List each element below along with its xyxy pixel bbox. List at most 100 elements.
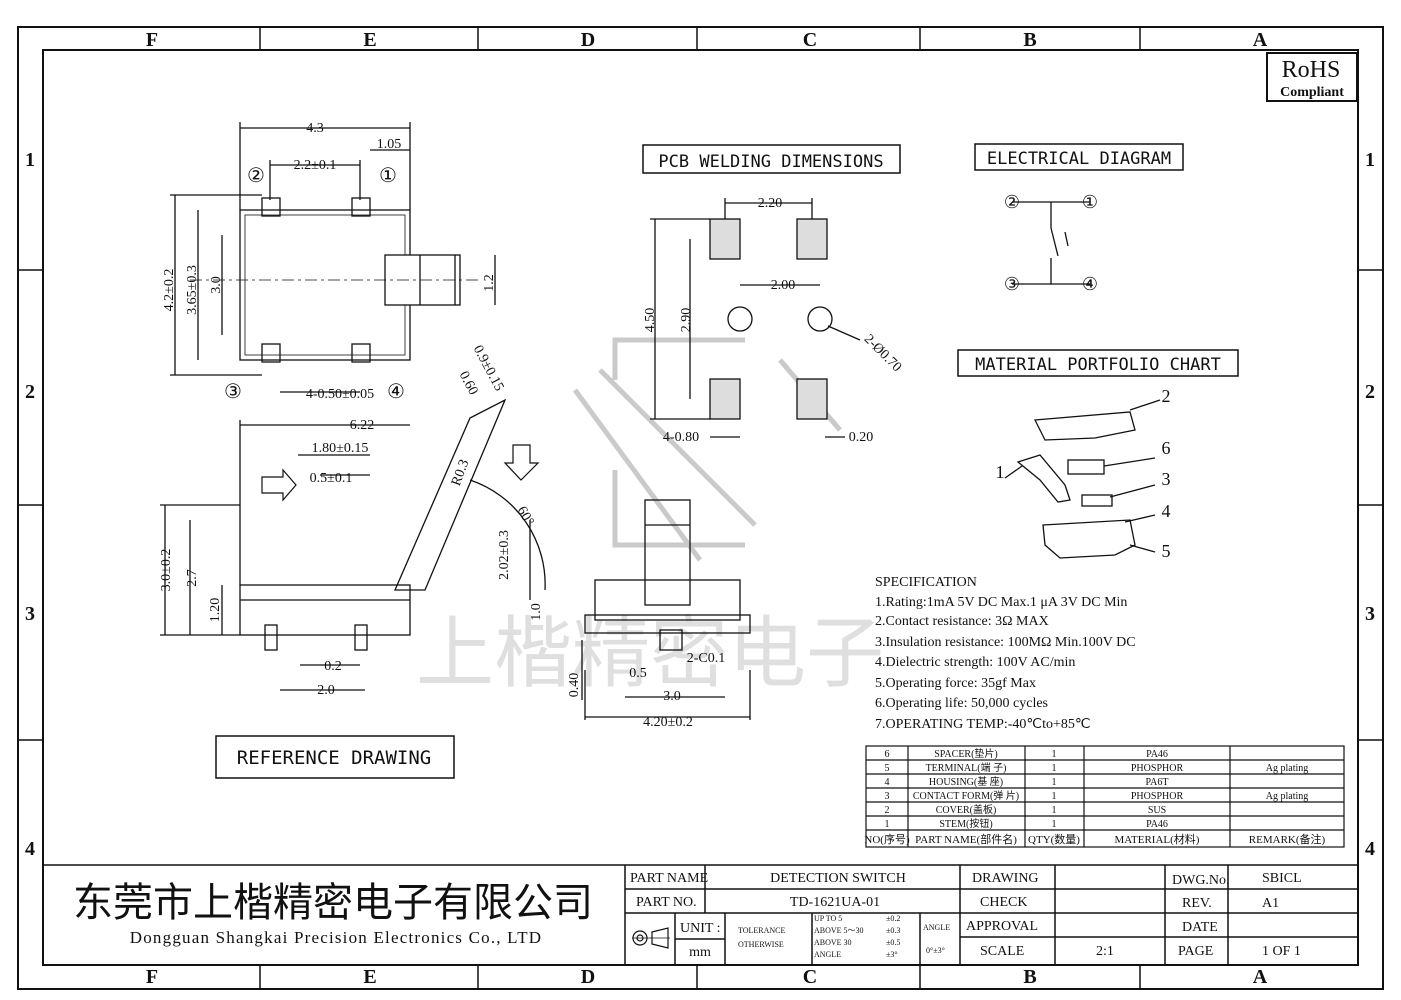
pcb-dim-4-0-80: 4-0.80 <box>663 430 699 445</box>
exploded-view <box>1004 399 1161 559</box>
front-view-drawing <box>581 499 751 720</box>
parts-cell: PA6T <box>1146 777 1169 788</box>
dim-pin-width: 4-0.50±0.05 <box>306 387 374 402</box>
tol-above-30: ABOVE 30 <box>814 938 852 947</box>
tol-angle: ANGLE <box>814 950 841 959</box>
parts-cell: 1 <box>1052 749 1057 760</box>
dwg-no-value: SBICL <box>1262 871 1302 886</box>
pin-3-label: ③ <box>224 381 242 403</box>
callout-2: 2 <box>1162 386 1171 406</box>
rohs-main: RoHS <box>1282 57 1341 83</box>
spec-line-4: 4.Dielectric strength: 100V AC/min <box>875 655 1075 670</box>
title-block-grid <box>43 864 1358 965</box>
parts-cell: COVER(盖板) <box>936 803 997 816</box>
press-arrow-down-icon <box>503 444 540 481</box>
col-label-a-bottom: A <box>1253 966 1268 988</box>
pcb-dim-0-20: 0.20 <box>849 430 874 445</box>
callout-5: 5 <box>1162 541 1171 561</box>
col-label-e-bottom: E <box>363 966 376 988</box>
scale-value: 2:1 <box>1096 944 1114 959</box>
front-dim-0-40: 0.40 <box>567 673 582 698</box>
elec-pin-4: ④ <box>1082 274 1098 294</box>
side-dim-2-7: 2.7 <box>185 569 200 587</box>
drawing-label: DRAWING <box>972 871 1039 886</box>
parts-header-no: NO(序号) <box>864 832 910 846</box>
parts-cell: 6 <box>885 749 890 760</box>
row-label-4: 4 <box>25 838 35 860</box>
row-label-3-right: 3 <box>1365 603 1375 625</box>
parts-cell: 1 <box>1052 777 1057 788</box>
side-dim-2-02: 2.02±0.3 <box>497 530 512 580</box>
side-dim-0-2: 0.2 <box>324 659 342 674</box>
pin-2-label: ② <box>247 165 265 187</box>
watermark-text: 上楷精密电子 <box>416 610 884 697</box>
otherwise-label: OTHERWISE <box>738 940 784 949</box>
check-label: CHECK <box>980 895 1027 910</box>
pcb-dim-2-90: 2.90 <box>679 308 694 333</box>
tol-above-5: ABOVE 5～30 <box>814 926 864 935</box>
side-dim-60-deg: 60° <box>514 504 537 528</box>
parts-cell: PHOSPHOR <box>1131 791 1184 802</box>
parts-cell: Ag plating <box>1266 791 1309 802</box>
callout-1: 1 <box>996 462 1005 482</box>
front-dim-4-20: 4.20±0.2 <box>643 715 693 730</box>
pcb-dim-4-50: 4.50 <box>643 308 658 333</box>
company-name-en: Dongguan Shangkai Precision Electronics … <box>130 928 543 947</box>
col-label-d-bottom: D <box>581 966 595 988</box>
material-title: MATERIAL PORTFOLIO CHART <box>975 355 1221 375</box>
parts-cell: 1 <box>1052 763 1057 774</box>
col-label-d: D <box>581 29 595 51</box>
spec-line-2: 2.Contact resistance: 3Ω MAX <box>875 614 1049 629</box>
dim-1-2: 1.2 <box>482 274 497 292</box>
parts-header-name: PART NAME(部件名) <box>915 832 1017 846</box>
electrical-title: ELECTRICAL DIAGRAM <box>987 149 1171 169</box>
parts-cell: 2 <box>885 805 890 816</box>
front-dim-3-0: 3.0 <box>663 689 681 704</box>
spec-line-1: 1.Rating:1mA 5V DC Max.1 μA 3V DC Min <box>875 595 1127 610</box>
approval-label: APPROVAL <box>966 919 1038 934</box>
spec-line-3: 3.Insulation resistance: 100MΩ Min.100V … <box>875 635 1136 650</box>
tol-val-4: ±3° <box>886 950 898 959</box>
parts-cell: 5 <box>885 763 890 774</box>
dim-3-65: 3.65±0.3 <box>185 265 200 315</box>
page-value: 1 OF 1 <box>1262 944 1301 959</box>
watermark-logo <box>572 337 842 562</box>
parts-cell: 4 <box>885 777 890 788</box>
pcb-dim-hole: 2-Ø0.70 <box>861 332 904 375</box>
reference-drawing-label: REFERENCE DRAWING <box>237 747 431 769</box>
rev-label: REV. <box>1182 896 1212 911</box>
rohs-sub: Compliant <box>1280 85 1344 100</box>
parts-cell: STEM(按钮) <box>939 817 992 830</box>
part-name-value: DETECTION SWITCH <box>770 871 906 886</box>
col-label-e: E <box>363 29 376 51</box>
side-dim-3-0: 3.0±0.2 <box>159 549 174 592</box>
dim-1-05: 1.05 <box>377 137 402 152</box>
row-label-2: 2 <box>25 381 35 403</box>
pcb-dim-2-20: 2.20 <box>758 196 783 211</box>
parts-cell: PA46 <box>1146 819 1168 830</box>
callout-3: 3 <box>1162 469 1171 489</box>
callout-4: 4 <box>1162 501 1171 521</box>
tol-up-to-5: UP TO 5 <box>814 914 842 923</box>
parts-cell: TERMINAL(端 子) <box>926 761 1007 774</box>
elec-pin-3: ③ <box>1004 274 1020 294</box>
side-view-drawing <box>160 398 546 691</box>
parts-header-remark: REMARK(备注) <box>1249 832 1326 846</box>
angle-label: ANGLE <box>923 923 950 932</box>
tolerance-label: TOLERANCE <box>738 926 786 935</box>
row-label-1-right: 1 <box>1365 149 1375 171</box>
side-dim-0-5: 0.5±0.1 <box>310 471 353 486</box>
unit-value: mm <box>689 945 711 960</box>
side-dim-6-22: 6.22 <box>350 418 375 433</box>
part-no-label: PART NO. <box>636 895 697 910</box>
dim-2-2: 2.2±0.1 <box>294 158 337 173</box>
elec-pin-1: ① <box>1082 192 1098 212</box>
parts-header-qty: QTY(数量) <box>1028 833 1080 846</box>
part-name-label: PART NAME <box>630 871 708 886</box>
press-arrow-right-icon <box>261 468 297 502</box>
front-dim-0-5: 0.5 <box>629 666 647 681</box>
col-label-c: C <box>803 29 817 51</box>
spec-line-5: 5.Operating force: 35gf Max <box>875 676 1036 691</box>
side-dim-1-0: 1.0 <box>529 603 544 621</box>
dim-4-2: 4.2±0.2 <box>162 269 177 312</box>
